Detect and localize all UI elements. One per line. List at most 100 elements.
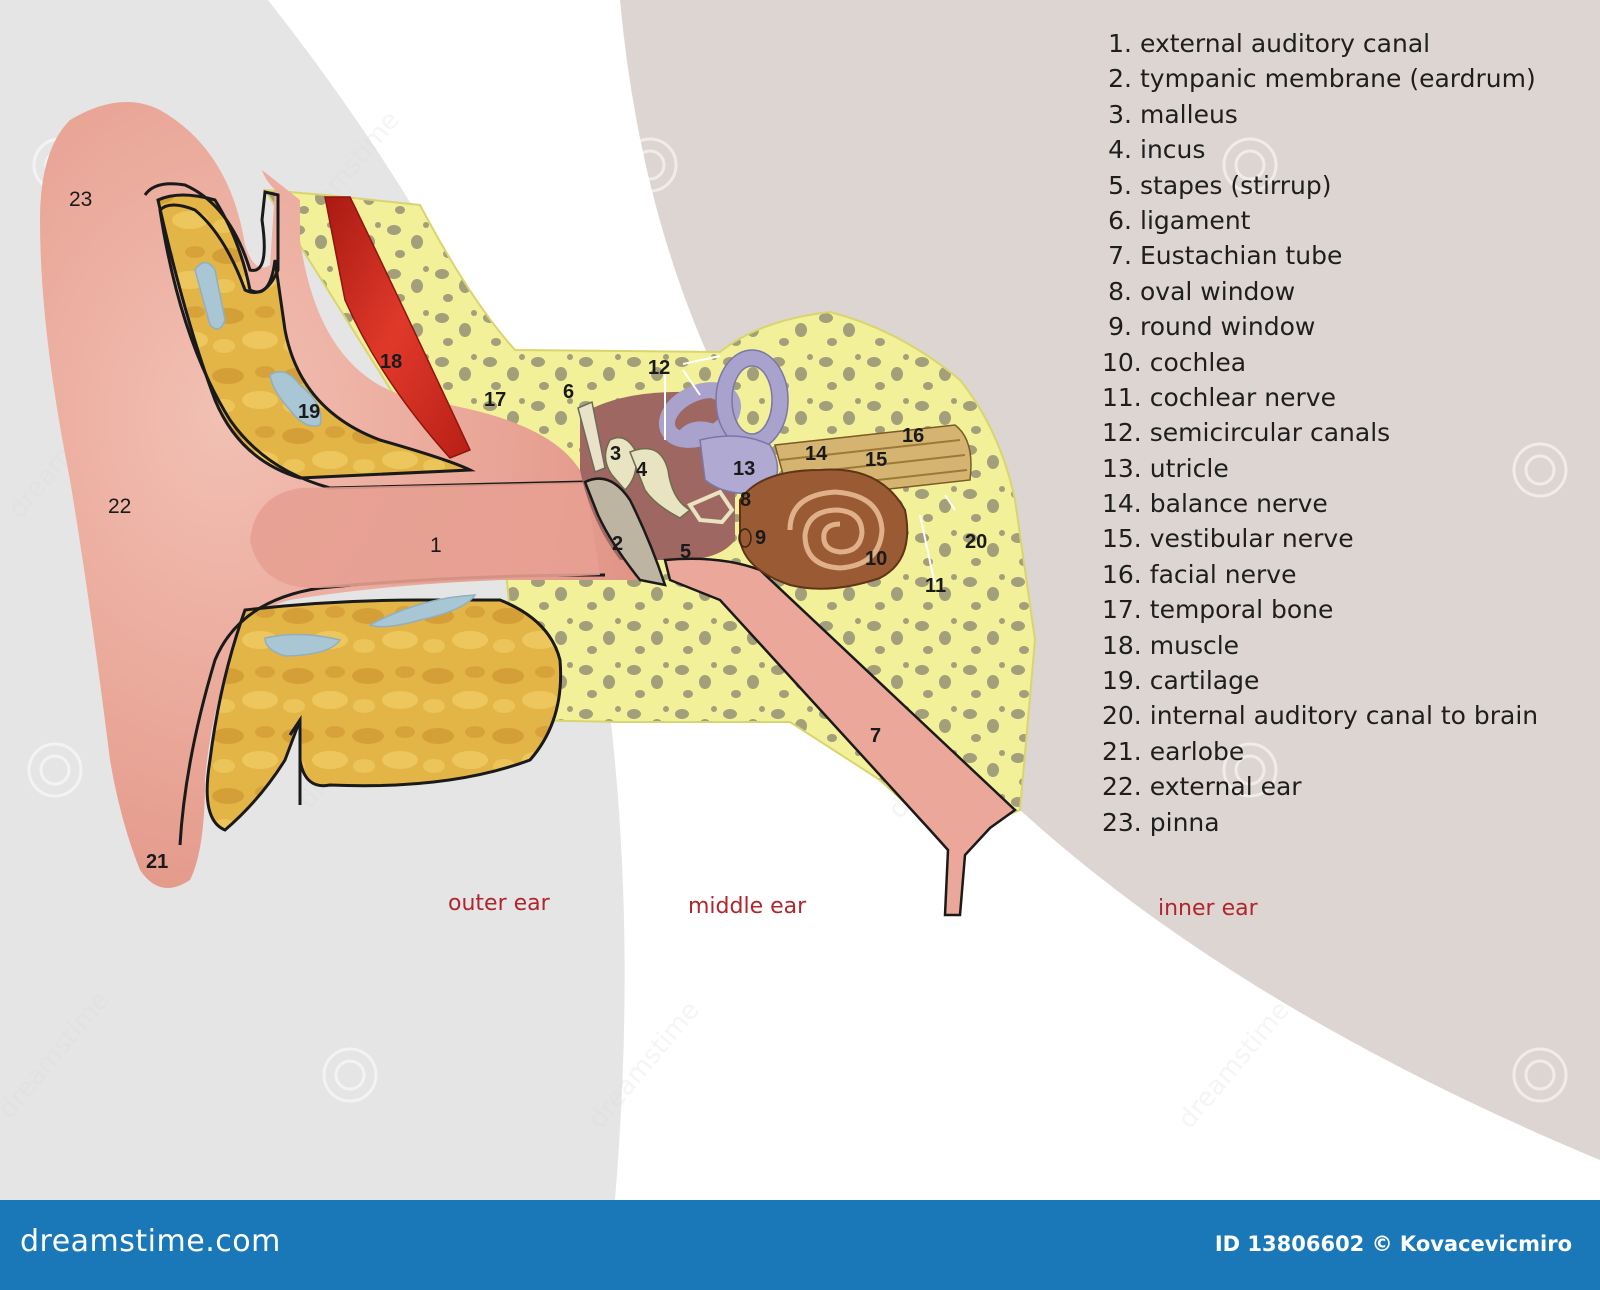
legend-item-number: 14. — [1102, 489, 1142, 519]
legend-item: 1.external auditory canal — [1102, 26, 1582, 61]
label-21: 21 — [146, 851, 168, 873]
legend-item: 4. incus — [1102, 132, 1582, 167]
legend-item-number: 8. — [1108, 276, 1132, 306]
legend-item: 23.pinna — [1102, 805, 1582, 840]
cartilage-island — [269, 370, 322, 427]
muscle — [324, 196, 472, 459]
incus — [629, 447, 692, 519]
legend-item-text: Eustachian tube — [1140, 241, 1343, 271]
label-5: 5 — [680, 541, 691, 563]
footer-credit: ID 13806602 © Kovacevicmiro — [1214, 1232, 1572, 1256]
region-label-outer-ear: outer ear — [448, 891, 551, 916]
legend-item-text: ligament — [1140, 205, 1251, 235]
legend-item-number: 13. — [1102, 453, 1142, 483]
external-auditory-canal — [250, 482, 600, 589]
region-label-middle-ear: middle ear — [688, 894, 807, 919]
cartilage-island — [264, 633, 342, 657]
legend-item-text: earlobe — [1149, 736, 1245, 766]
legend-item-text: cochlea — [1149, 347, 1247, 377]
legend-item: 2.tympanic membrane (eardrum) — [1102, 61, 1582, 96]
legend-item-number: 6. — [1108, 205, 1132, 235]
legend-item: 18.muscle — [1102, 628, 1582, 663]
legend-item: 10.cochlea — [1102, 345, 1582, 380]
legend-item: 17.temporal bone — [1102, 592, 1582, 627]
label-14: 14 — [805, 443, 828, 465]
label-23: 23 — [69, 188, 92, 211]
footer-brand[interactable]: dreamstime.com — [20, 1224, 281, 1259]
legend-item: 9. round window — [1102, 309, 1582, 344]
legend-item-text: vestibular nerve — [1149, 524, 1354, 554]
cartilage-island — [368, 594, 477, 628]
legend-item-number: 19. — [1102, 666, 1142, 696]
footer-bar: dreamstime.com ID 13806602 © Kovacevicmi… — [0, 1200, 1600, 1290]
legend-item-number: 16. — [1102, 559, 1142, 589]
legend-item-text: semicircular canals — [1149, 418, 1391, 448]
legend-list: 1.external auditory canal 2.tympanic mem… — [1102, 26, 1582, 840]
label-18: 18 — [380, 351, 402, 373]
label-8: 8 — [740, 489, 751, 511]
lower-fat-tissue — [205, 598, 563, 832]
legend-item-number: 12. — [1102, 418, 1142, 448]
legend-item-number: 9. — [1108, 312, 1132, 342]
leader-lines — [664, 355, 956, 586]
legend-item-number: 10. — [1102, 347, 1142, 377]
legend-item: 8. oval window — [1102, 274, 1582, 309]
malleus — [604, 436, 637, 492]
legend-item: 12.semicircular canals — [1102, 415, 1582, 450]
stapes — [687, 489, 735, 525]
label-16: 16 — [902, 425, 924, 447]
legend-item-text: external auditory canal — [1140, 29, 1431, 58]
legend-item-text: cochlear nerve — [1149, 382, 1336, 412]
legend-item: 16.facial nerve — [1102, 557, 1582, 592]
label-1: 1 — [430, 534, 442, 557]
label-11: 11 — [925, 575, 946, 597]
legend-item: 20.internal auditory canal to brain — [1102, 698, 1582, 733]
region-label-inner-ear: inner ear — [1158, 896, 1259, 921]
legend-item-text: cartilage — [1149, 666, 1260, 696]
label-9: 9 — [755, 527, 766, 549]
legend-item-number: 4. — [1108, 135, 1132, 165]
legend-item-number: 18. — [1102, 630, 1142, 660]
label-3: 3 — [610, 443, 621, 465]
legend-item-number: 20. — [1102, 701, 1142, 731]
legend-item-text: oval window — [1140, 276, 1296, 306]
legend-item: 14.balance nerve — [1102, 486, 1582, 521]
label-20: 20 — [965, 531, 987, 553]
legend-item-number: 3. — [1108, 99, 1132, 129]
legend-item: 3. malleus — [1102, 97, 1582, 132]
legend-item-text: utricle — [1149, 453, 1229, 483]
legend-item-text: round window — [1140, 312, 1316, 342]
label-7: 7 — [870, 725, 881, 747]
legend-item: 5.stapes (stirrup) — [1102, 168, 1582, 203]
label-10: 10 — [865, 548, 887, 570]
label-2: 2 — [612, 533, 623, 555]
legend-item-text: balance nerve — [1149, 489, 1328, 519]
label-6: 6 — [563, 381, 574, 403]
legend-item-number: 22. — [1102, 772, 1142, 802]
tympanic-membrane — [583, 477, 667, 587]
legend-item: 21.earlobe — [1102, 734, 1582, 769]
cochlea — [738, 468, 909, 590]
legend-item-text: temporal bone — [1149, 595, 1334, 625]
legend-item-text: muscle — [1149, 630, 1240, 660]
legend-item: 22.external ear — [1102, 769, 1582, 804]
label-17: 17 — [484, 389, 506, 411]
legend-item: 11.cochlear nerve — [1102, 380, 1582, 415]
legend-item-text: external ear — [1149, 772, 1302, 802]
legend-item-text: malleus — [1140, 99, 1238, 129]
legend-item: 19.cartilage — [1102, 663, 1582, 698]
legend-item: 13.utricle — [1102, 451, 1582, 486]
legend-item-number: 21. — [1102, 736, 1142, 766]
legend-item-text: incus — [1140, 135, 1206, 165]
legend-item-number: 15. — [1102, 524, 1142, 554]
label-22: 22 — [108, 495, 131, 518]
legend-item: 7.Eustachian tube — [1102, 238, 1582, 273]
label-15: 15 — [865, 449, 887, 471]
label-19: 19 — [298, 401, 320, 423]
legend-item-text: pinna — [1149, 807, 1220, 837]
label-12: 12 — [648, 357, 670, 379]
legend-item-text: stapes (stirrup) — [1140, 170, 1332, 200]
label-13: 13 — [733, 458, 755, 480]
legend-item-text: internal auditory canal to brain — [1149, 701, 1539, 731]
canal-upper-wall — [143, 182, 586, 490]
